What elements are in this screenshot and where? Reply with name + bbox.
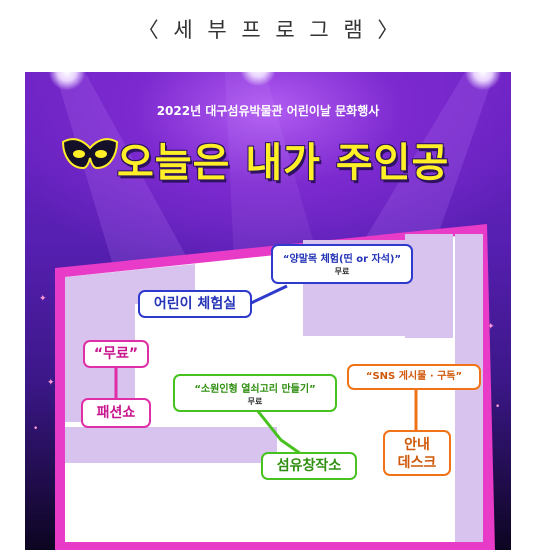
top-program-note: 무료 — [334, 267, 350, 276]
top-program-title: “양말목 체험(띤 or 자석)” — [282, 254, 402, 265]
doll-program-tag: “소원인형 열쇠고리 만들기” 무료 — [173, 374, 337, 412]
event-poster: ✦ ✦ • ✦ • 2022년 대구섬유박물관 어린이날 문화행사 오늘은 내가… — [25, 72, 511, 550]
creation-label: 섬유창작소 — [276, 458, 342, 474]
info-desk-line1: 안내 — [404, 437, 430, 453]
page-title: 〈 세 부 프 로 그 램 〉 — [137, 18, 403, 42]
spotlight-beams — [55, 72, 495, 282]
sparkle-icon: ✦ — [39, 294, 47, 304]
fashion-show-tag: 패션쇼 — [81, 398, 151, 428]
fashion-show-label: 패션쇼 — [96, 405, 136, 421]
sparkle-icon: ✦ — [487, 322, 495, 332]
poster-headline: 오늘은 내가 주인공 — [117, 140, 450, 186]
info-desk-line2: 데스크 — [397, 455, 437, 471]
creation-tag: 섬유창작소 — [261, 452, 357, 480]
spotlight-icon — [240, 72, 276, 86]
sparkle-icon: ✦ — [47, 378, 55, 388]
connector-creation — [255, 409, 302, 456]
sns-title: “SNS 게시물 · 구독” — [365, 371, 463, 382]
kids-zone-tag: 어린이 체험실 — [138, 290, 252, 318]
connector-kids — [248, 284, 288, 306]
booth-right-column — [405, 234, 453, 338]
doll-program-title: “소원인형 열쇠고리 만들기” — [194, 384, 316, 395]
booth-bottom-left — [65, 427, 277, 463]
top-program-tag: “양말목 체험(띤 or 자석)” 무료 — [271, 244, 413, 284]
info-desk-tag: 안내 데스크 — [383, 430, 451, 476]
kids-zone-label: 어린이 체험실 — [153, 296, 237, 312]
mask-icon — [61, 138, 119, 170]
sparkle-icon: • — [495, 402, 501, 412]
fashion-free-label: “무료” — [93, 346, 139, 362]
sns-tag: “SNS 게시물 · 구독” — [347, 364, 481, 390]
spotlight-icon — [465, 72, 501, 90]
spotlight-icon — [49, 72, 85, 90]
poster-subtitle: 2022년 대구섬유박물관 어린이날 문화행사 — [156, 104, 380, 118]
fashion-free-tag: “무료” — [83, 340, 149, 368]
sparkle-icon: • — [33, 424, 39, 434]
doll-program-note: 무료 — [247, 397, 263, 406]
